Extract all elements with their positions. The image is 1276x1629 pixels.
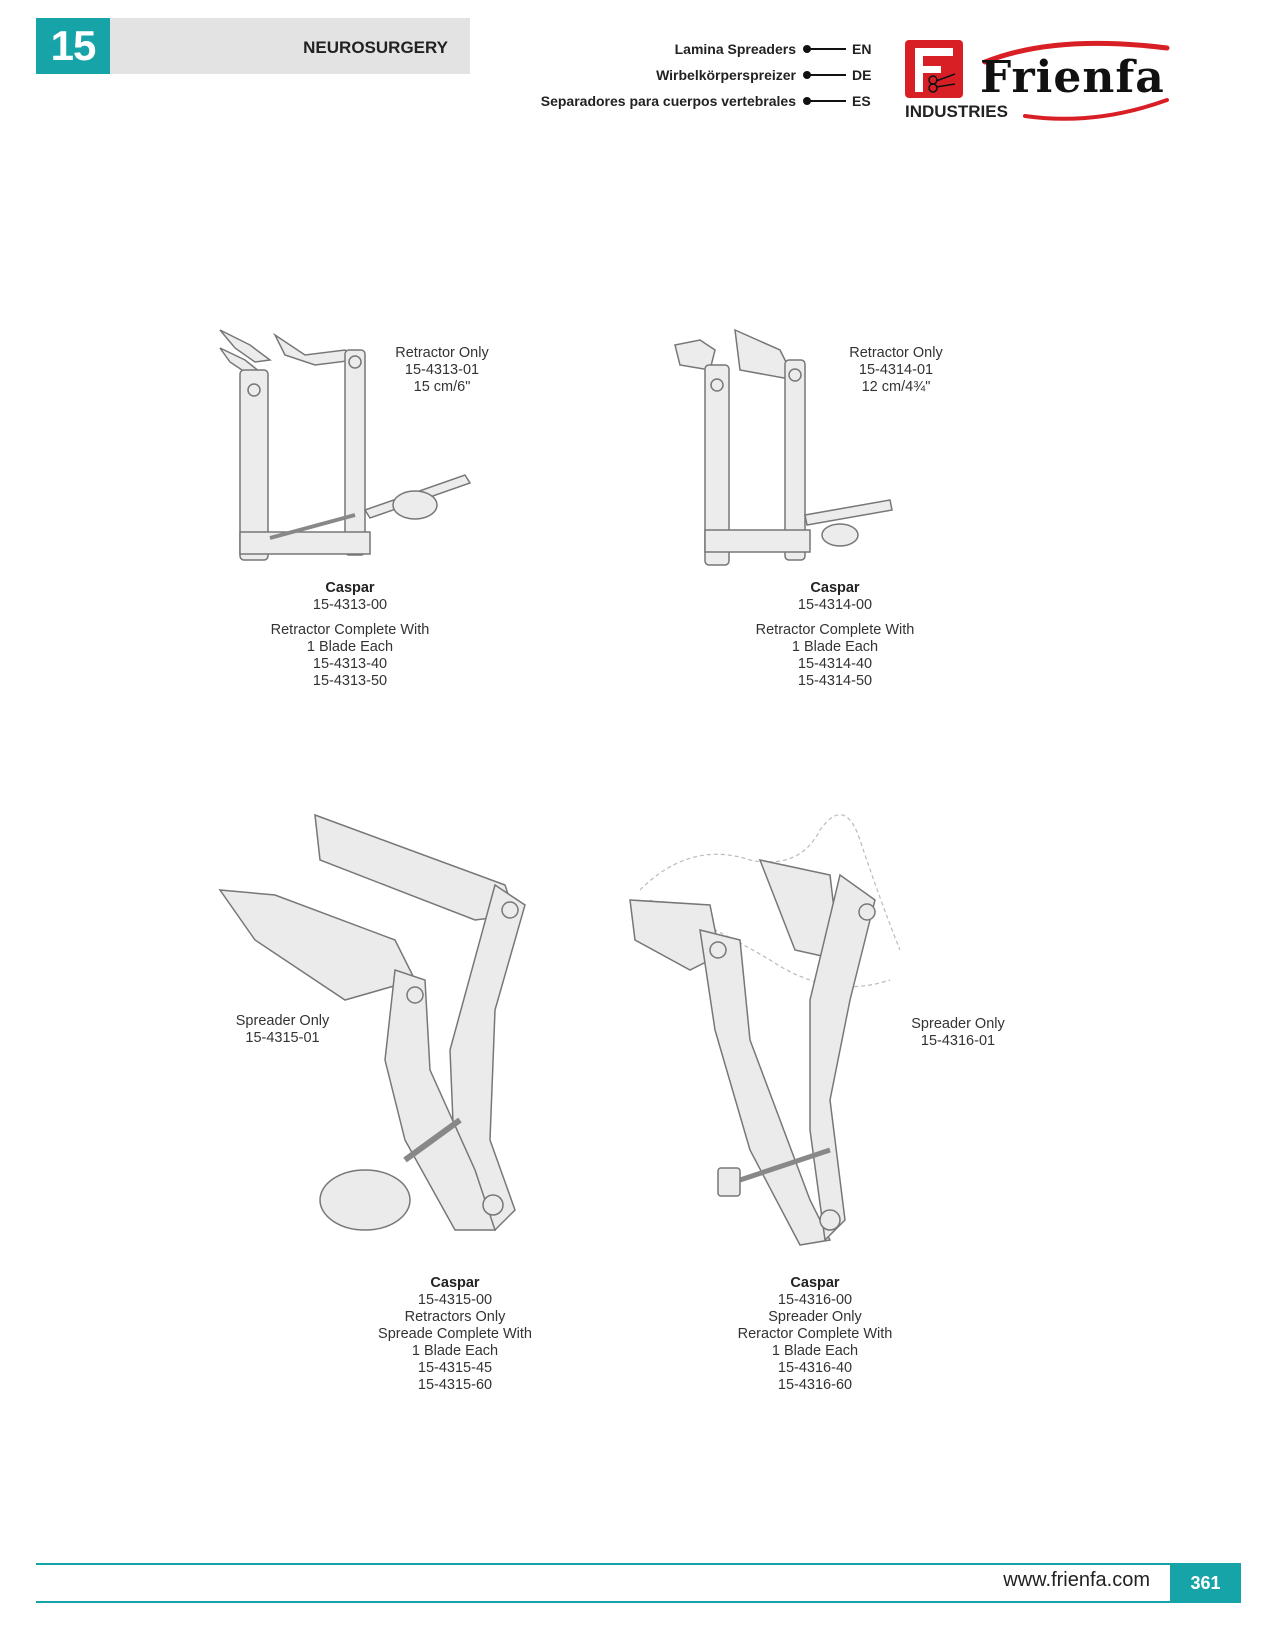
product-name: Caspar (790, 1275, 840, 1291)
detail-line: Spreade Complete With (378, 1326, 532, 1342)
detail-line: Retractor Complete With (755, 622, 915, 638)
detail-line: 15-4313-50 (312, 673, 388, 689)
product-name: Caspar (810, 580, 860, 596)
side-note-spreader-only: Spreader Only 15-4316-01 (898, 1016, 1018, 1050)
product-caption-15-4313: Caspar 15-4313-00 Retractor Complete Wit… (250, 580, 450, 690)
side-note-retractor-only: Retractor Only 15-4313-01 15 cm/6" (382, 345, 502, 396)
side-note-retractor-only: Retractor Only 15-4314-01 12 cm/4¾" (836, 345, 956, 396)
language-code: EN (852, 41, 872, 57)
connector-line (803, 97, 846, 105)
section-title: NEUROSURGERY (303, 38, 448, 57)
detail-line: Retractor Complete With (270, 622, 430, 638)
product-name: Caspar (325, 580, 375, 596)
detail-line: Reractor Complete With (737, 1326, 893, 1342)
product-name: Caspar (430, 1275, 480, 1291)
product-caption-15-4316: Caspar 15-4316-00 Spreader Only Reractor… (715, 1275, 915, 1394)
note-line: Retractor Only (849, 345, 943, 361)
product-code: 15-4314-00 (797, 597, 873, 613)
product-code: 15-4316-00 (777, 1292, 853, 1308)
spreader-15-4316-illustration (629, 814, 901, 1246)
detail-line: 15-4315-60 (417, 1377, 493, 1393)
detail-line: Retractors Only (404, 1309, 506, 1325)
connector-line (803, 45, 846, 53)
detail-line: 15-4316-60 (777, 1377, 853, 1393)
detail-line: 15-4314-40 (797, 656, 873, 672)
note-line: Spreader Only (235, 1013, 330, 1029)
note-line: 12 cm/4¾" (861, 379, 931, 395)
side-note-spreader-only: Spreader Only 15-4315-01 (225, 1013, 340, 1047)
connector-line (803, 71, 846, 79)
note-line: 15-4316-01 (920, 1033, 996, 1049)
language-label: Wirbelkörperspreizer (656, 67, 796, 83)
logo-mark-icon (905, 40, 1170, 121)
note-line: 15 cm/6" (413, 379, 471, 395)
language-row-es: Separadores para cuerpos vertebrales ES (541, 90, 878, 112)
footer-divider (36, 1601, 1241, 1603)
detail-line: 1 Blade Each (411, 1343, 499, 1359)
language-row-en: Lamina Spreaders EN (675, 38, 878, 60)
page-number: 361 (1170, 1565, 1241, 1601)
detail-line: Spreader Only (768, 1309, 862, 1325)
website-link[interactable]: www.frienfa.com (1003, 1569, 1150, 1591)
detail-line: 15-4316-40 (777, 1360, 853, 1376)
retractor-15-4314-illustration (674, 328, 893, 566)
product-code: 15-4313-00 (312, 597, 388, 613)
retractor-15-4313-illustration (219, 329, 472, 561)
language-code: ES (852, 93, 871, 109)
detail-line: 15-4315-45 (417, 1360, 493, 1376)
language-label: Separadores para cuerpos vertebrales (540, 93, 796, 109)
logo-wordmark: Frienfa (980, 52, 1165, 103)
detail-line: 1 Blade Each (791, 639, 879, 655)
company-logo: Frienfa INDUSTRIES (905, 40, 1175, 122)
footer-divider (36, 1563, 1241, 1565)
detail-line: 15-4314-50 (797, 673, 873, 689)
product-caption-15-4315: Caspar 15-4315-00 Retractors Only Spread… (355, 1275, 555, 1394)
product-code: 15-4315-00 (417, 1292, 493, 1308)
note-line: Retractor Only (395, 345, 489, 361)
logo-subtitle: INDUSTRIES (905, 102, 1008, 121)
language-code: DE (852, 67, 872, 83)
chapter-number: 15 (36, 18, 110, 74)
note-line: Spreader Only (911, 1016, 1005, 1032)
spreader-15-4315-illustration (218, 813, 526, 1232)
section-header-bar: NEUROSURGERY (110, 18, 470, 74)
detail-line: 15-4313-40 (312, 656, 388, 672)
detail-line: 1 Blade Each (306, 639, 394, 655)
note-line: 15-4315-01 (245, 1030, 320, 1046)
language-label: Lamina Spreaders (674, 41, 796, 57)
product-caption-15-4314: Caspar 15-4314-00 Retractor Complete Wit… (730, 580, 940, 690)
note-line: 15-4314-01 (858, 362, 934, 378)
detail-line: 1 Blade Each (771, 1343, 859, 1359)
language-row-de: Wirbelkörperspreizer DE (656, 64, 878, 86)
note-line: 15-4313-01 (404, 362, 480, 378)
